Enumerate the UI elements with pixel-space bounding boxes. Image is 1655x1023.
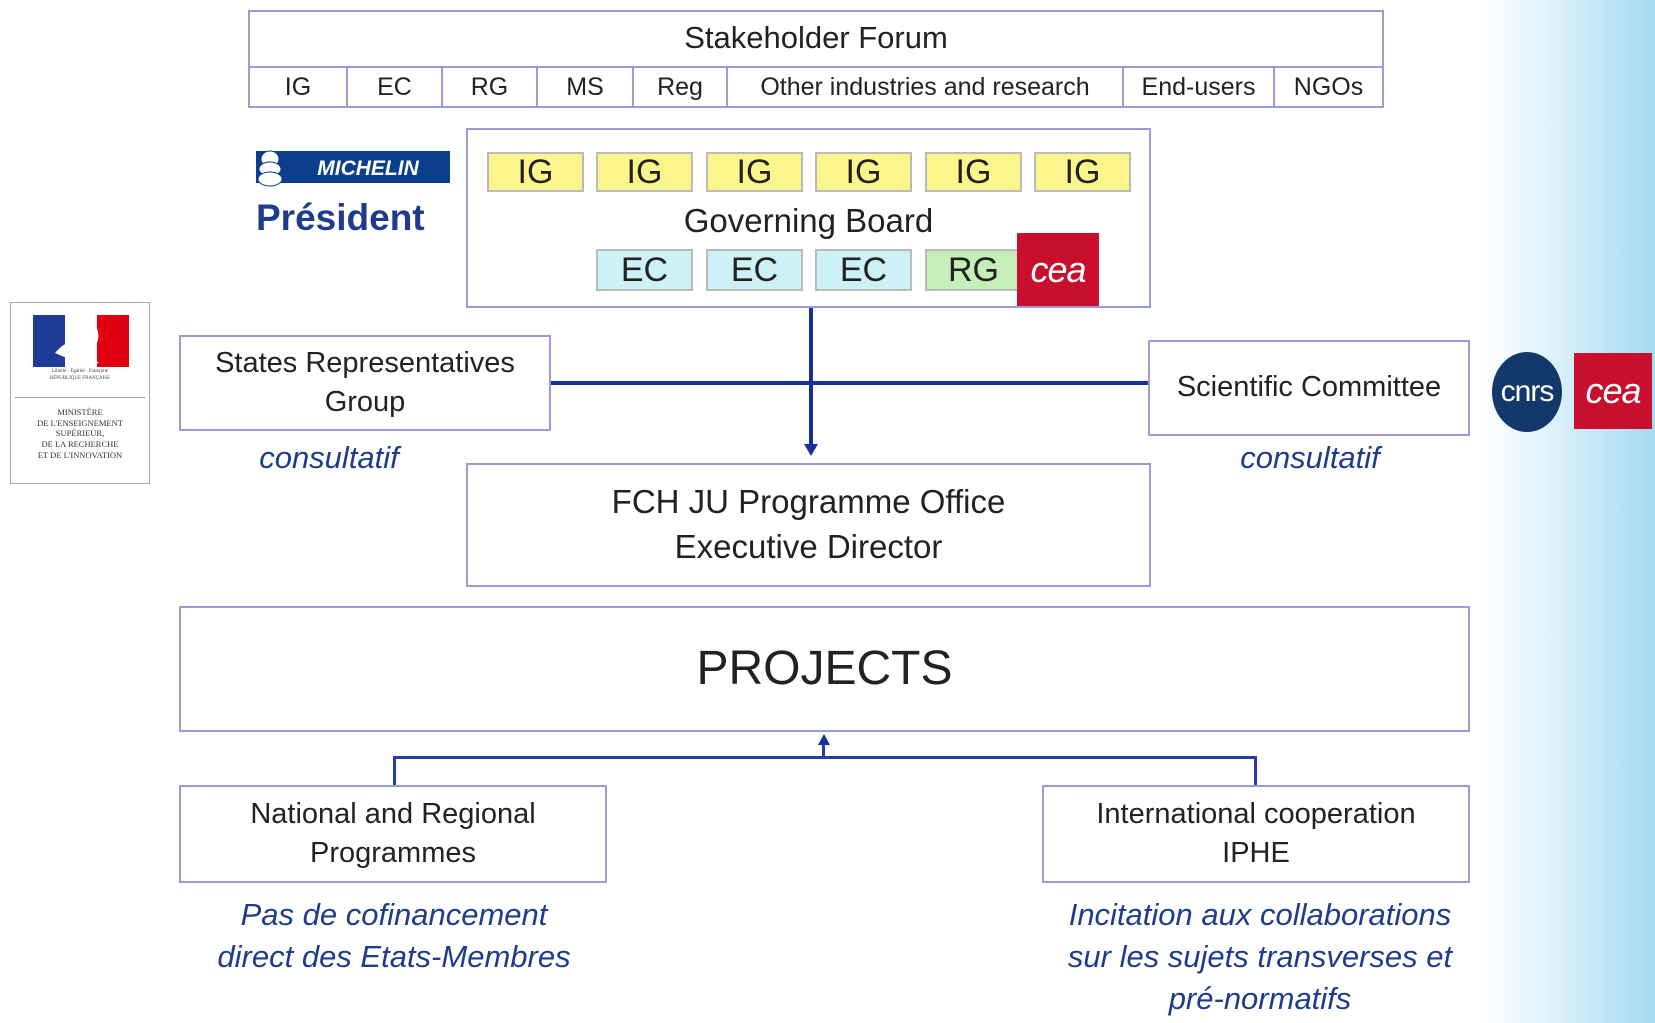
- board-member-ig: IG: [1034, 152, 1131, 192]
- cea-logo: cea: [1017, 233, 1099, 306]
- office-arrow-head: [804, 444, 818, 456]
- projects-label: PROJECTS: [696, 641, 953, 695]
- ministry-republic: RÉPUBLIQUE FRANÇAISE: [49, 375, 111, 381]
- ministry-caption: Liberté · Égalité · Fraternité RÉPUBLIQU…: [15, 369, 145, 382]
- programme-office-line2: Executive Director: [674, 528, 943, 565]
- board-member-ig: IG: [596, 152, 693, 192]
- president-label: Président: [256, 197, 425, 238]
- note-line: Incitation aux collaborations: [1068, 897, 1452, 932]
- states-group-label-line2: Group: [324, 386, 406, 418]
- international-label-line1: International cooperation: [1096, 797, 1416, 830]
- projects-arrow-head: [818, 734, 830, 745]
- cnrs-logo: cnrs: [1492, 352, 1562, 432]
- note-line: direct des Etats-Membres: [217, 938, 571, 974]
- states-group-label-line1: States Representatives: [215, 346, 515, 379]
- ministry-line: ET DE L'INNOVATION: [37, 449, 123, 460]
- governing-board: IG IG IG IG IG IG Governing Board EC EC …: [466, 128, 1151, 308]
- programme-office: FCH JU Programme Office Executive Direct…: [466, 463, 1151, 587]
- cea-logo-right: cea: [1574, 353, 1652, 429]
- board-to-office-connector: [809, 308, 813, 446]
- ministry-line: MINISTÈRE: [57, 407, 103, 417]
- board-member-rg: RG: [925, 249, 1022, 291]
- forum-member-ec: EC: [346, 68, 441, 106]
- board-title: Governing Board: [683, 202, 934, 239]
- board-member-ec: EC: [596, 249, 693, 291]
- stakeholder-forum: Stakeholder Forum IG EC RG MS Reg Other …: [248, 10, 1384, 108]
- ministry-line: DE LA RECHERCHE: [41, 438, 119, 449]
- forum-member-other-industries: Other industries and research: [726, 68, 1122, 106]
- national-label-line2: Programmes: [310, 837, 476, 869]
- forum-title: Stakeholder Forum: [684, 20, 948, 55]
- ministry-line: SUPÉRIEUR,: [55, 428, 105, 439]
- forum-member-ngos: NGOs: [1273, 68, 1382, 106]
- marianne-icon: [33, 315, 129, 367]
- ministry-divider: [15, 397, 145, 398]
- international-label-line2: IPHE: [1222, 837, 1290, 869]
- forum-member-rg: RG: [441, 68, 536, 106]
- states-representatives-group: States Representatives Group: [179, 335, 551, 431]
- national-note: Pas de cofinancement direct des Etats-Me…: [164, 894, 624, 978]
- consultatif-note-left: consultatif: [259, 440, 399, 475]
- consultatif-note-right: consultatif: [1240, 440, 1380, 475]
- ministry-name: MINISTÈRE DE L'ENSEIGNEMENT SUPÉRIEUR, D…: [15, 407, 145, 460]
- board-member-ig: IG: [487, 152, 584, 192]
- cea-wordmark-right: cea: [1585, 370, 1641, 411]
- projects-feed-connector: [822, 744, 825, 758]
- note-line: pré-normatifs: [1168, 980, 1352, 1016]
- forum-members: IG EC RG MS Reg Other industries and res…: [250, 66, 1382, 106]
- horizontal-connector: [551, 381, 1148, 385]
- national-label-line1: National and Regional: [250, 797, 536, 830]
- note-line: Pas de cofinancement: [240, 897, 548, 932]
- projects-box: PROJECTS: [179, 606, 1470, 732]
- board-member-ec: EC: [815, 249, 912, 291]
- forum-member-ms: MS: [536, 68, 632, 106]
- ministry-line: DE L'ENSEIGNEMENT: [37, 417, 123, 428]
- board-member-ig: IG: [815, 152, 912, 192]
- national-regional-programmes: National and Regional Programmes: [179, 785, 607, 883]
- board-member-ec: EC: [706, 249, 803, 291]
- scientific-committee: Scientific Committee: [1148, 340, 1470, 436]
- international-cooperation: International cooperation IPHE: [1042, 785, 1470, 883]
- forum-member-ig: IG: [284, 72, 312, 101]
- international-connector: [1254, 756, 1257, 786]
- background-gradient: [1475, 0, 1655, 1023]
- international-note: Incitation aux collaborations sur les su…: [1010, 894, 1510, 1020]
- board-member-ig: IG: [925, 152, 1022, 192]
- forum-member-reg: Reg: [632, 68, 726, 106]
- cnrs-wordmark: cnrs: [1500, 375, 1555, 408]
- national-connector: [393, 756, 396, 786]
- cea-wordmark: cea: [1030, 248, 1086, 290]
- scientific-committee-label: Scientific Committee: [1176, 371, 1442, 404]
- michelin-wordmark: MICHELIN: [317, 157, 419, 180]
- ministry-motto: Liberté · Égalité · Fraternité: [51, 369, 109, 374]
- note-line: sur les sujets transverses et: [1067, 938, 1453, 974]
- programme-office-line1: FCH JU Programme Office: [611, 483, 1006, 521]
- michelin-logo: MICHELIN: [256, 150, 450, 187]
- bottom-horizontal-connector: [393, 756, 1257, 759]
- ministry-logo: Liberté · Égalité · Fraternité RÉPUBLIQU…: [10, 302, 150, 484]
- board-member-ig: IG: [706, 152, 803, 192]
- forum-member-end-users: End-users: [1122, 68, 1273, 106]
